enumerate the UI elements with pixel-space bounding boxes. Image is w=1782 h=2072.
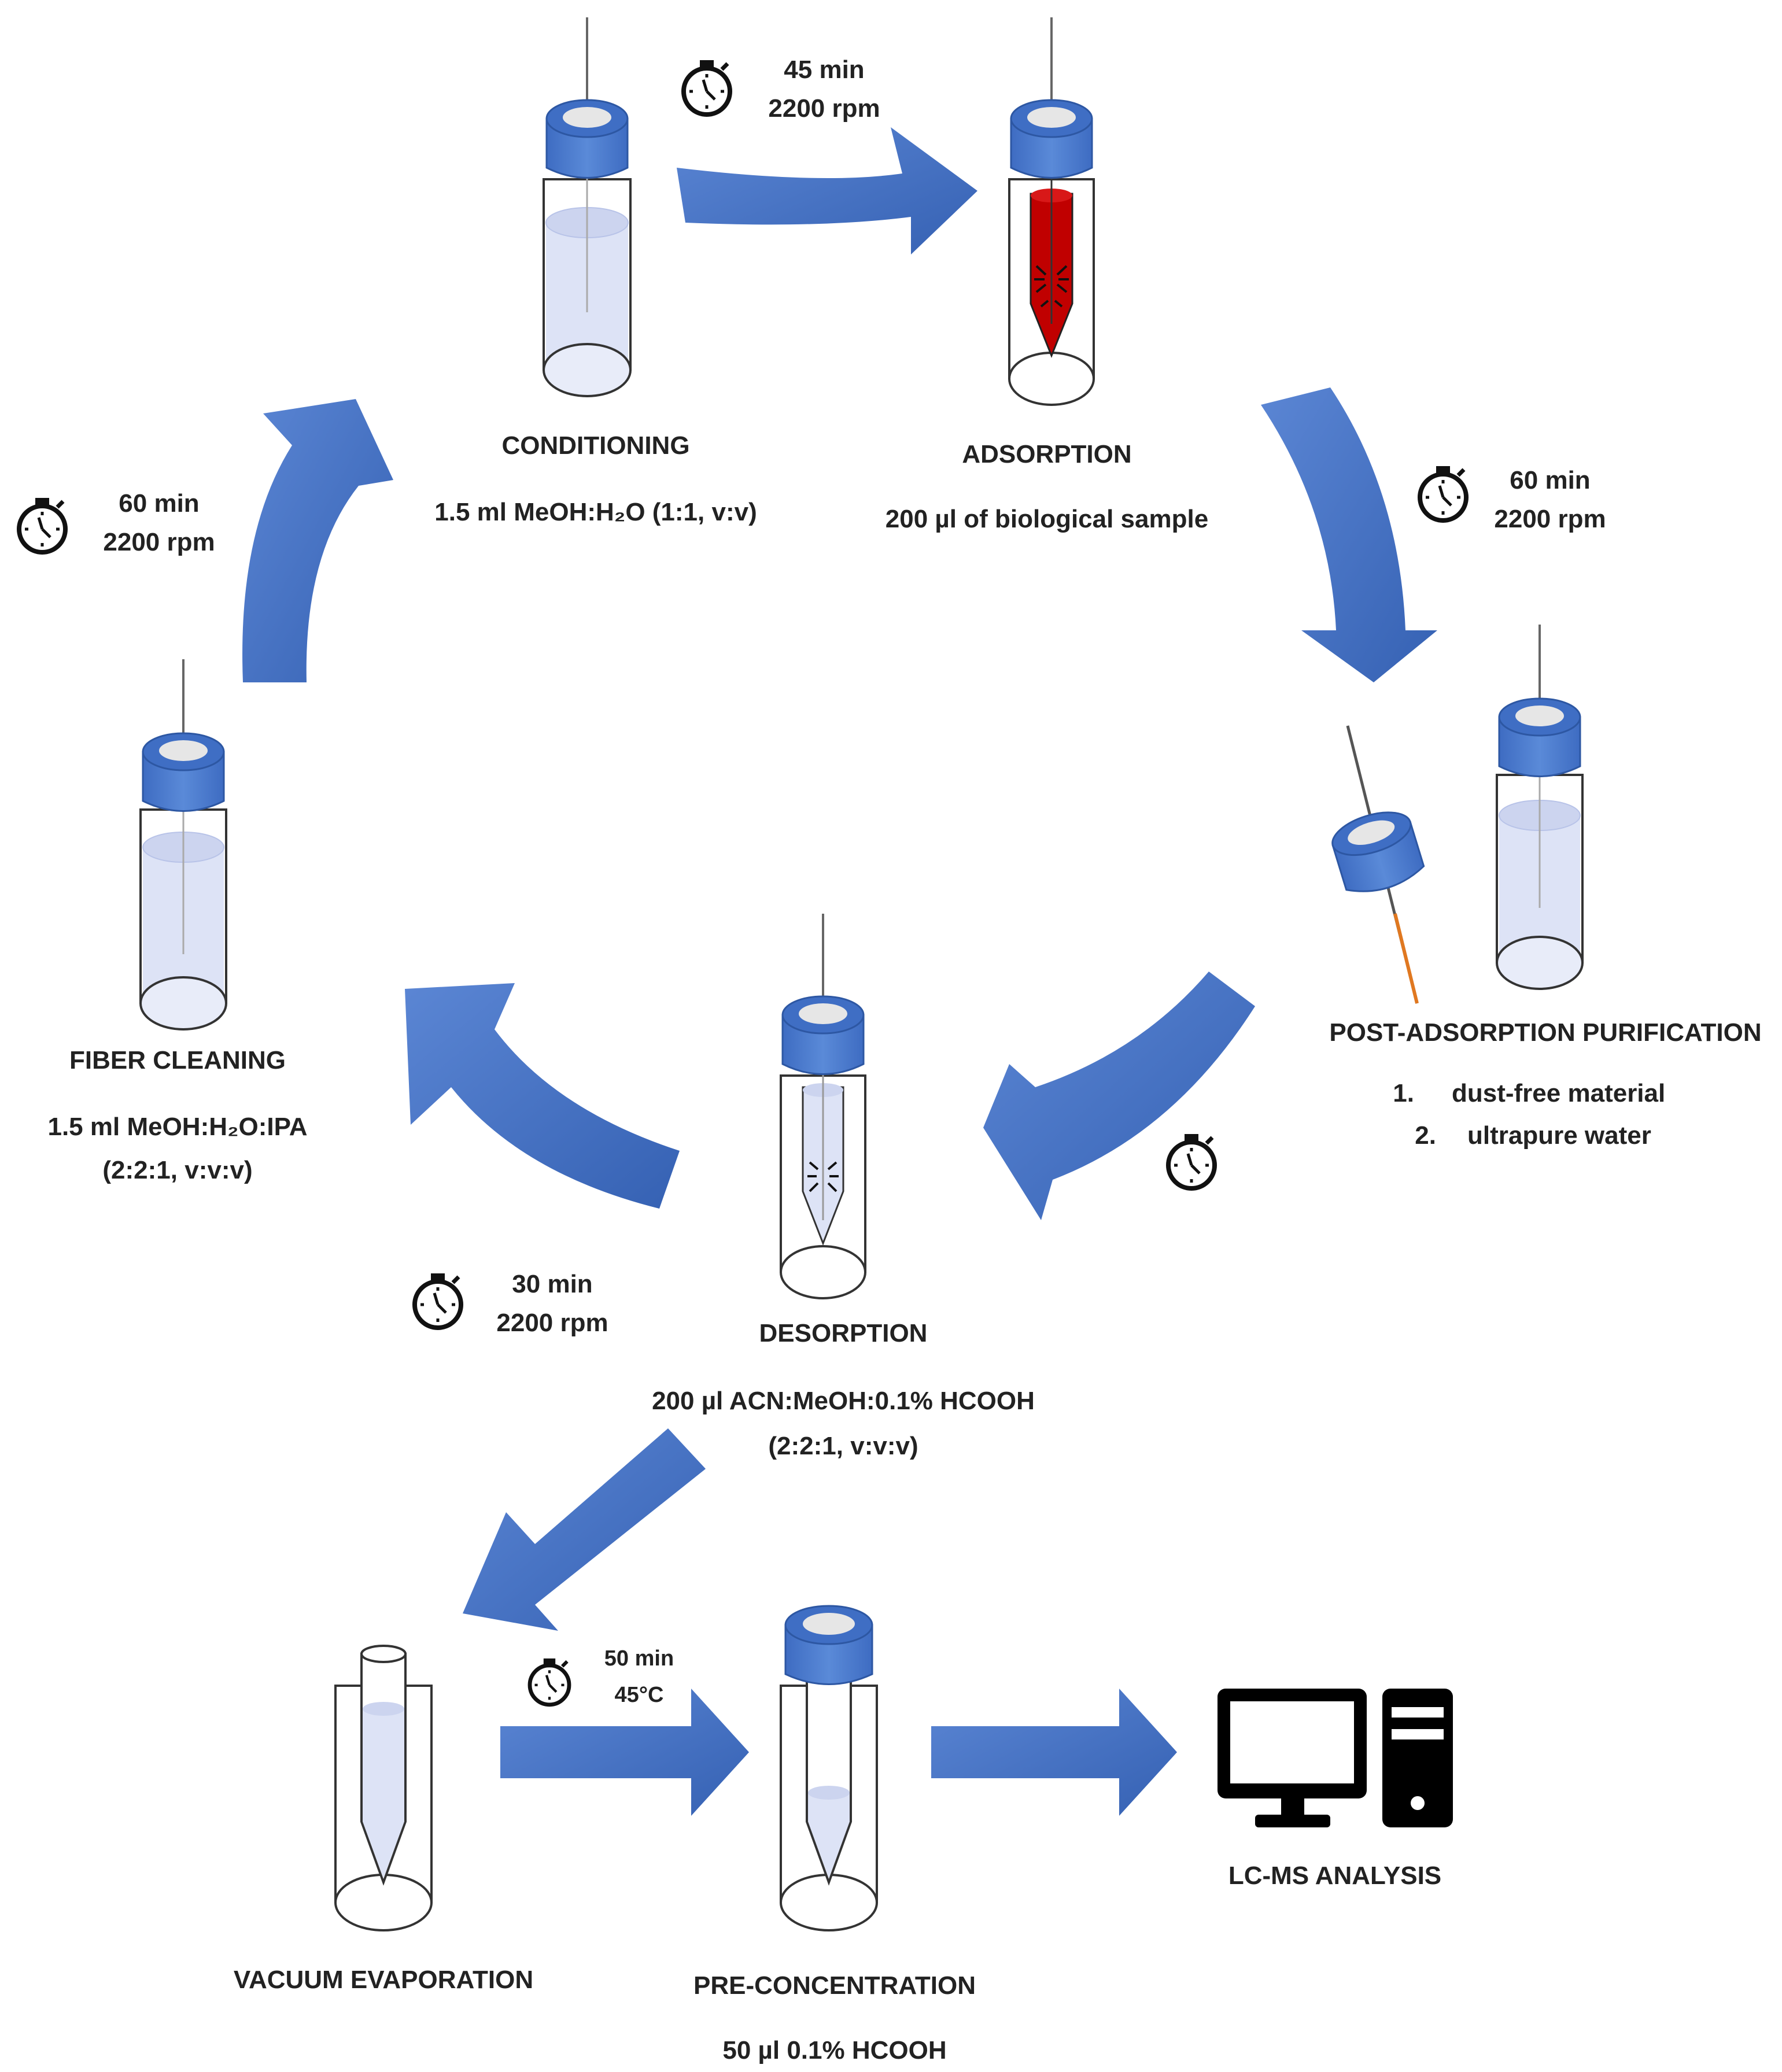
timer-4-speed: 2200 rpm bbox=[496, 1309, 608, 1337]
timer-3-speed: 2200 rpm bbox=[103, 528, 215, 556]
computer-icon bbox=[1217, 1689, 1453, 1827]
stopwatch-icon bbox=[1420, 466, 1466, 520]
arrow-purification-to-desorption bbox=[983, 972, 1255, 1220]
timer-2-speed: 2200 rpm bbox=[1494, 505, 1606, 533]
desorption-title: DESORPTION bbox=[759, 1319, 928, 1347]
post-adsorption-title: POST-ADSORPTION PURIFICATION bbox=[1329, 1018, 1761, 1047]
stopwatch-icon bbox=[684, 60, 730, 115]
stopwatch-icon bbox=[415, 1273, 461, 1328]
vial-conditioning bbox=[543, 17, 632, 397]
vial-ultrapure-water bbox=[1496, 625, 1584, 990]
conditioning-desc: 1.5 ml MeOH:H₂O (1:1, v:v) bbox=[434, 498, 757, 526]
stopwatch-icon bbox=[530, 1659, 569, 1705]
timer-5-time: 50 min bbox=[604, 1646, 674, 1671]
arrow-cleaning-to-conditioning bbox=[242, 399, 393, 682]
pre-concentration-title: PRE-CONCENTRATION bbox=[693, 1971, 976, 2000]
stopwatch-icon bbox=[19, 498, 65, 552]
vial-fiber-cleaning bbox=[139, 659, 227, 1031]
fiber-cleaning-desc-1: 1.5 ml MeOH:H₂O:IPA bbox=[47, 1113, 307, 1141]
purification-step-1-text: dust-free material bbox=[1452, 1079, 1665, 1107]
vial-pre-concentration bbox=[780, 1605, 878, 1931]
vial-vacuum-evaporation bbox=[334, 1645, 433, 1931]
fiber-holder-tilted bbox=[1331, 725, 1425, 1004]
timer-1-speed: 2200 rpm bbox=[768, 94, 880, 123]
arrow-conditioning-to-adsorption bbox=[677, 127, 977, 254]
stopwatch-icon bbox=[1168, 1134, 1215, 1188]
arrow-evaporation-to-preconcentration bbox=[500, 1689, 749, 1816]
lcms-title: LC-MS ANALYSIS bbox=[1228, 1862, 1441, 1890]
vial-desorption bbox=[780, 914, 866, 1299]
pre-concentration-desc: 50 µl 0.1% HCOOH bbox=[722, 2036, 946, 2064]
flow-arrows bbox=[242, 127, 1437, 1816]
fiber-cleaning-title: FIBER CLEANING bbox=[69, 1046, 286, 1074]
arrow-adsorption-to-purification bbox=[1261, 387, 1437, 682]
desorption-desc-1: 200 µl ACN:MeOH:0.1% HCOOH bbox=[652, 1387, 1035, 1415]
vial-adsorption bbox=[1008, 17, 1095, 406]
adsorption-desc: 200 µl of biological sample bbox=[886, 505, 1208, 533]
adsorption-title: ADSORPTION bbox=[962, 440, 1131, 468]
timer-1-time: 45 min bbox=[784, 56, 864, 84]
arrow-desorption-to-cleaning bbox=[405, 983, 680, 1209]
purification-step-2-num: 2. bbox=[1415, 1121, 1436, 1150]
fiber-cleaning-desc-2: (2:2:1, v:v:v) bbox=[102, 1156, 252, 1184]
purification-step-2-text: ultrapure water bbox=[1467, 1121, 1651, 1150]
timer-3-time: 60 min bbox=[119, 489, 199, 518]
timer-5-temp: 45°C bbox=[615, 1683, 664, 1707]
conditioning-title: CONDITIONING bbox=[501, 431, 689, 460]
desorption-desc-2: (2:2:1, v:v:v) bbox=[768, 1432, 918, 1460]
timer-2-time: 60 min bbox=[1510, 466, 1590, 494]
purification-step-1-num: 1. bbox=[1393, 1079, 1414, 1107]
arrow-desorption-to-evaporation bbox=[463, 1428, 706, 1631]
arrow-preconcentration-to-lcms bbox=[931, 1689, 1177, 1816]
timer-4-time: 30 min bbox=[512, 1270, 592, 1298]
vacuum-evaporation-title: VACUUM EVAPORATION bbox=[234, 1966, 533, 1994]
